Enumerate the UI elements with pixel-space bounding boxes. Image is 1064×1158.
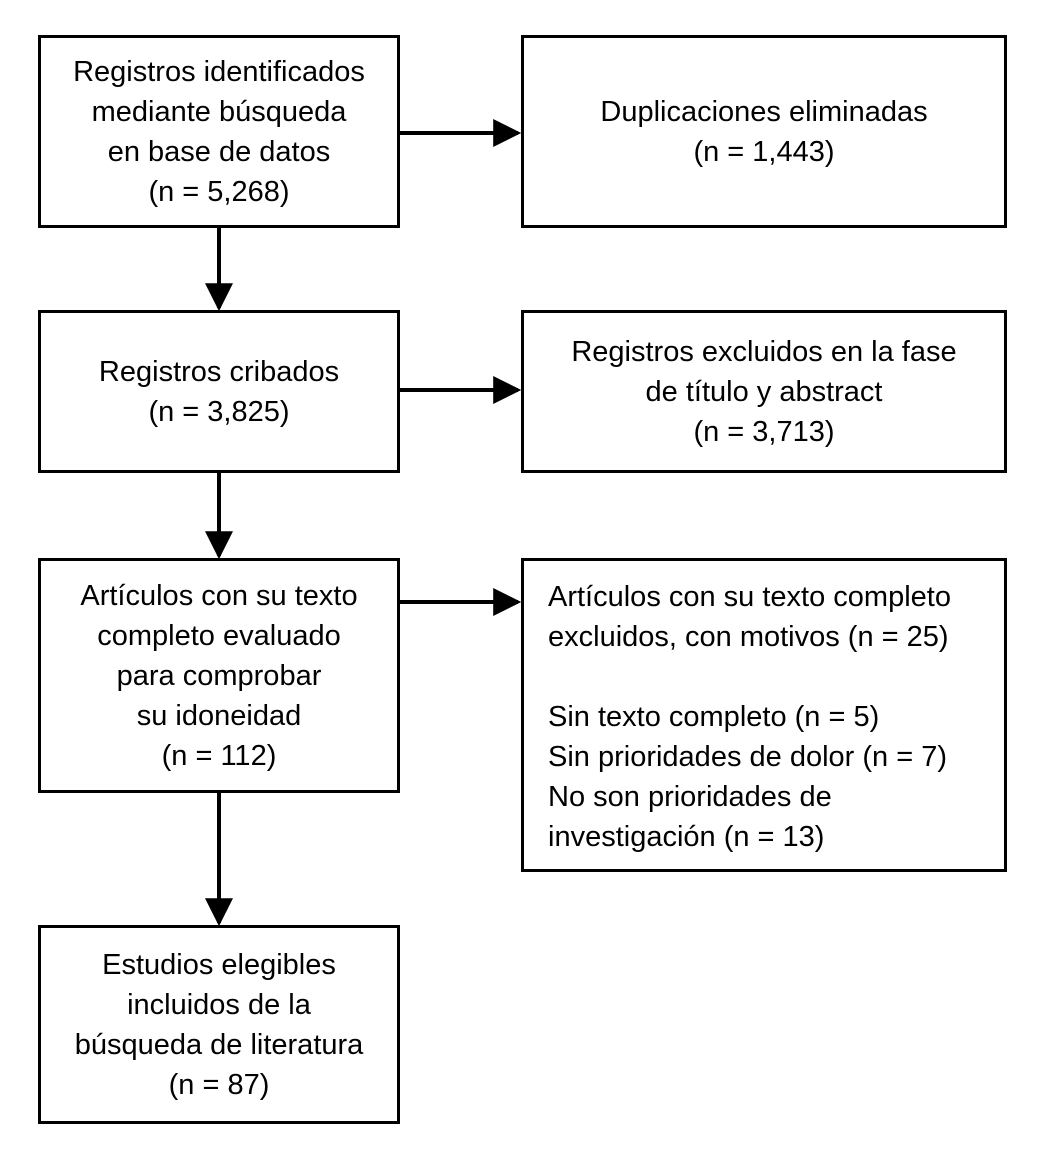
reason-not-research-priorities: No son prioridades de investigación (n =… (548, 781, 832, 853)
box-records-excluded-title-abstract: Registros excluidos en la fase de título… (521, 310, 1007, 473)
box-duplicates-removed-text: Duplicaciones eliminadas (n = 1,443) (600, 95, 928, 168)
box-records-screened: Registros cribados (n = 3,825) (38, 310, 400, 473)
reason-no-pain-priorities: Sin prioridades de dolor (n = 7) (548, 741, 947, 773)
box-fulltext-excluded-heading: Artículos con su texto completo excluido… (548, 581, 951, 653)
box-fulltext-assessed-text: Artículos con su texto completo evaluado… (80, 579, 358, 772)
box-fulltext-assessed: Artículos con su texto completo evaluado… (38, 558, 400, 793)
box-records-identified-text: Registros identificados mediante búsqued… (73, 55, 365, 208)
box-fulltext-excluded: Artículos con su texto completo excluido… (521, 558, 1007, 872)
box-records-identified: Registros identificados mediante búsqued… (38, 35, 400, 228)
box-studies-included: Estudios elegibles incluidos de la búsqu… (38, 925, 400, 1124)
box-records-screened-text: Registros cribados (n = 3,825) (98, 355, 340, 428)
box-duplicates-removed: Duplicaciones eliminadas (n = 1,443) (521, 35, 1007, 228)
box-studies-included-text: Estudios elegibles incluidos de la búsqu… (74, 948, 364, 1101)
box-records-excluded-title-abstract-text: Registros excluidos en la fase de título… (571, 335, 957, 448)
reason-no-fulltext: Sin texto completo (n = 5) (548, 701, 880, 733)
